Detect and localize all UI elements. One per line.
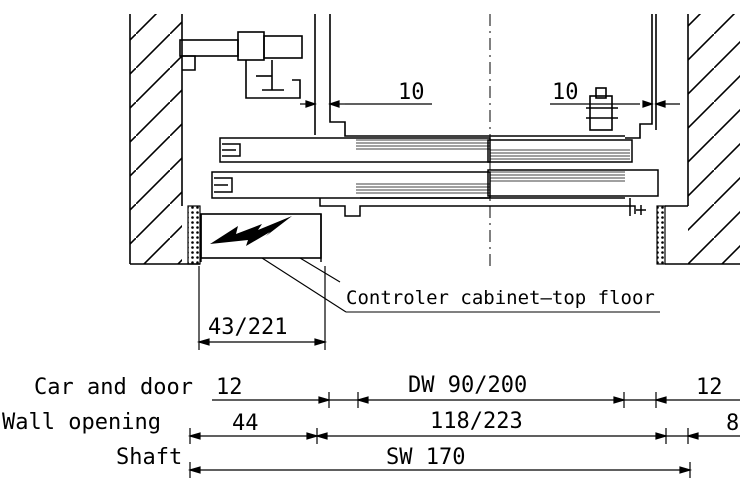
right-wall	[665, 14, 740, 265]
row-car-and-door-left: 12	[216, 375, 243, 400]
row-car-and-door-middle: DW 90/200	[408, 373, 527, 398]
door-sill	[319, 197, 646, 217]
gap-dimension-left-value: 10	[398, 80, 425, 105]
row-shaft-middle: SW 170	[386, 445, 465, 470]
door-panels	[211, 137, 659, 199]
gap-dimension-right	[550, 100, 680, 108]
annotation-leader	[261, 257, 660, 313]
right-guide-rail	[586, 87, 618, 131]
car-outline	[314, 14, 657, 139]
cabinet-width-dimension	[196, 266, 328, 350]
left-wall	[129, 14, 200, 265]
row-car-and-door-label: Car and door	[34, 375, 193, 400]
row-wall-opening-dimension	[187, 428, 740, 444]
row-wall-opening-label: Wall opening	[2, 410, 161, 435]
controller-cabinet	[200, 213, 322, 262]
row-wall-opening-right: 8	[726, 411, 739, 436]
controller-cabinet-annotation: Controler cabinet–top floor	[346, 287, 655, 309]
right-jamb-infill	[656, 205, 666, 265]
row-wall-opening-left: 44	[232, 411, 259, 436]
row-car-and-door-dimension	[212, 392, 740, 408]
row-shaft-dimension	[187, 462, 693, 478]
row-wall-opening-middle: 118/223	[430, 409, 523, 434]
left-jamb-infill	[187, 205, 201, 265]
cabinet-width-value: 43/221	[208, 315, 287, 340]
row-car-and-door-right: 12	[696, 375, 723, 400]
left-guide-rail	[179, 31, 303, 99]
door-panel-hatch	[356, 139, 630, 194]
gap-dimension-right-value: 10	[552, 80, 579, 105]
row-shaft-label: Shaft	[116, 445, 182, 470]
gap-dimension-left	[300, 100, 432, 108]
